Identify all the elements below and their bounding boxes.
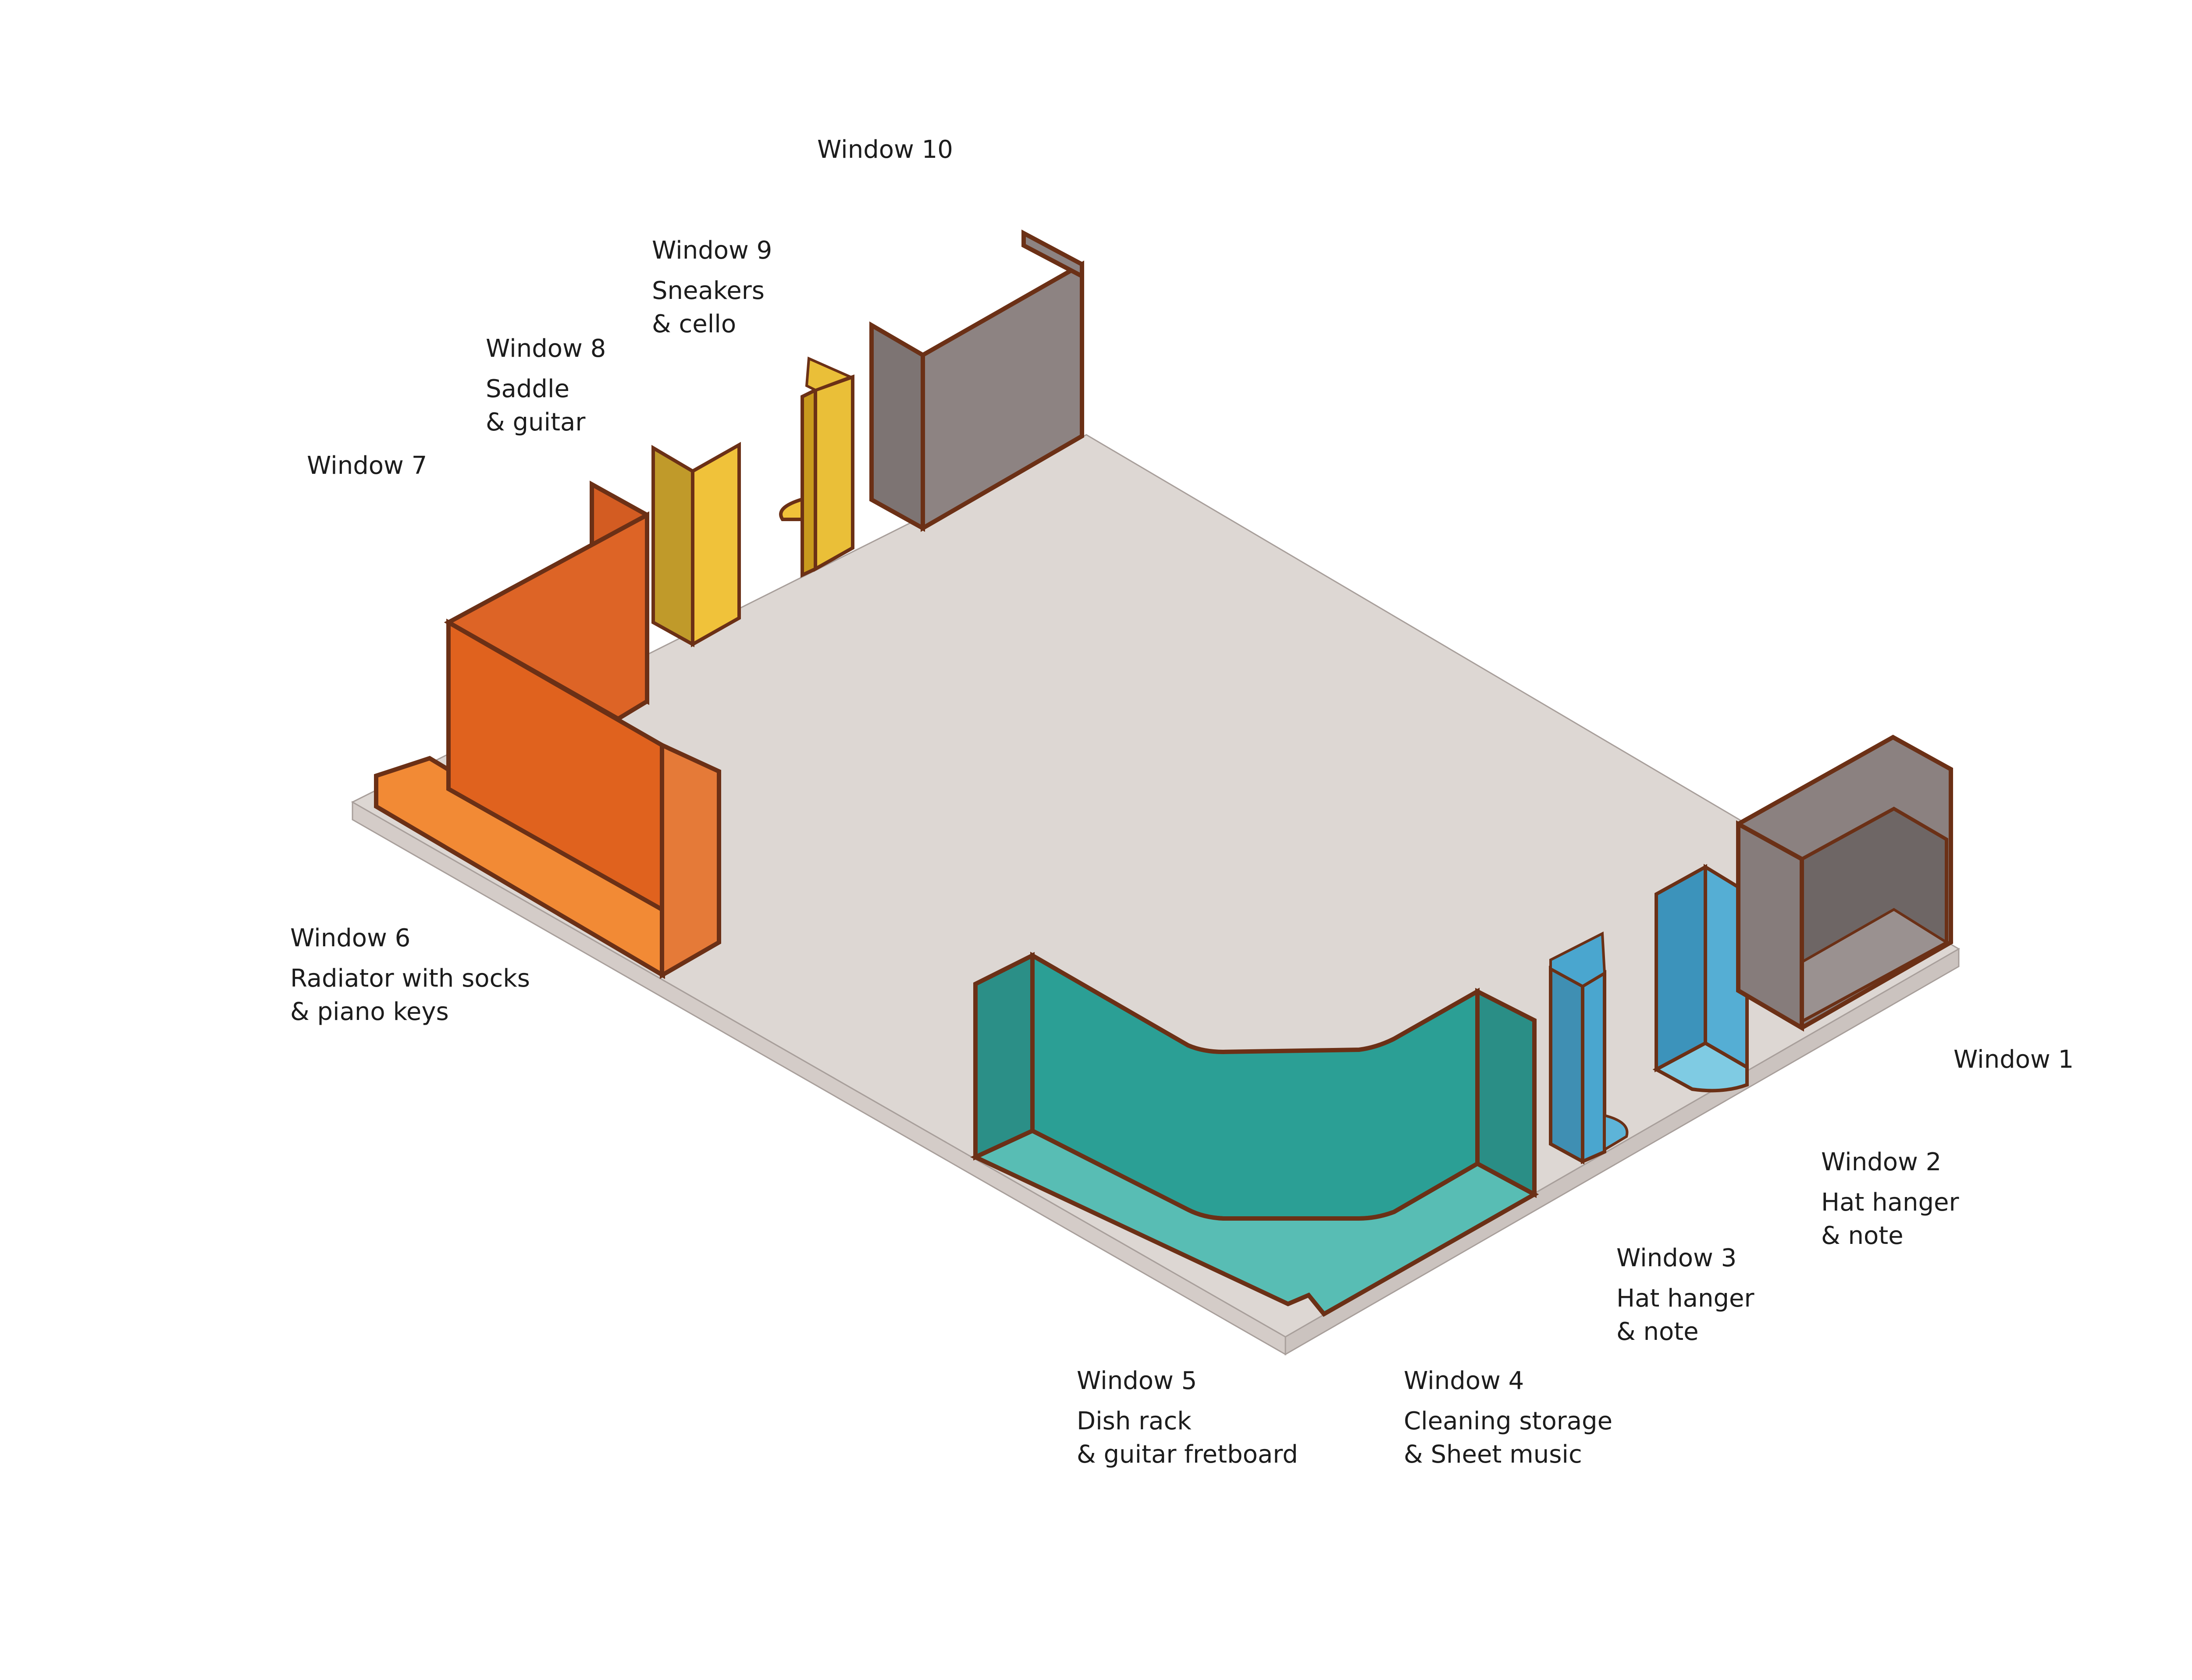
window-9-title: Window 9 [652,236,772,265]
window-7-label: Window 7 [307,449,427,490]
window-10-wall [869,229,1084,532]
window-8-line-1: Saddle [486,375,569,403]
window-9-line-1: Sneakers [652,277,765,305]
window-6-7-walls [374,480,721,979]
window-9-line-2: & cello [652,310,737,338]
window-2-title: Window 2 [1821,1148,1942,1176]
window-3-title: Window 3 [1616,1244,1737,1272]
window-3-line-2: & note [1616,1318,1699,1346]
window-6-title: Window 6 [290,924,411,952]
window-4-panel [1549,931,1629,1165]
window-4-line-1: Cleaning storage [1404,1407,1613,1435]
window-6-label: Window 6 Radiator with socks & piano key… [290,922,530,1029]
window-5-basin [970,952,1539,1317]
window-10-title: Window 10 [817,135,953,164]
window-4-title: Window 4 [1404,1367,1524,1395]
window-9-panel [779,356,854,578]
window-4-line-2: & Sheet music [1404,1440,1582,1469]
window-10-label: Window 10 [817,133,953,174]
window-9-label: Window 9 Sneakers & cello [652,234,772,341]
window-2-box [1736,735,1953,1032]
window-5-title: Window 5 [1077,1367,1197,1395]
window-5-line-1: Dish rack [1077,1407,1192,1435]
window-1-title: Window 1 [1954,1045,2074,1074]
window-6-line-1: Radiator with socks [290,964,530,993]
window-8-title: Window 8 [486,334,606,363]
window-7-title: Window 7 [307,451,427,480]
window-2-line-1: Hat hanger [1821,1188,1959,1217]
window-1-label: Window 1 [1954,1043,2074,1083]
window-2-label: Window 2 Hat hanger & note [1821,1146,1959,1253]
window-8-line-2: & guitar [486,408,586,437]
window-8-label: Window 8 Saddle & guitar [486,332,606,439]
window-3-line-1: Hat hanger [1616,1284,1754,1313]
window-3-label: Window 3 Hat hanger & note [1616,1242,1754,1349]
window-5-line-2: & guitar fretboard [1077,1440,1298,1469]
window-5-label: Window 5 Dish rack & guitar fretboard [1077,1364,1298,1471]
window-4-label: Window 4 Cleaning storage & Sheet music [1404,1364,1612,1471]
window-3-box [1652,863,1749,1093]
window-2-line-2: & note [1821,1222,1904,1250]
window-8-panel [651,442,741,647]
window-6-line-2: & piano keys [290,998,449,1026]
